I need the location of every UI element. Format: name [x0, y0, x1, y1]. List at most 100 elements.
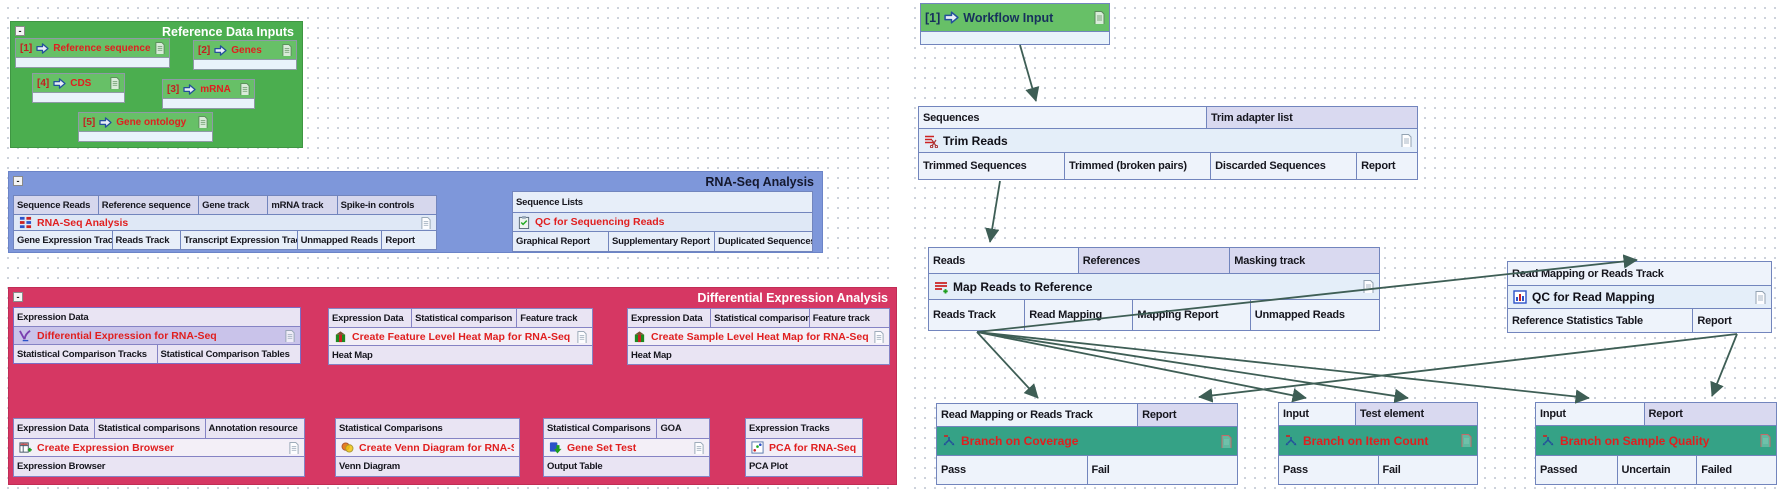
node-workflow-input[interactable]: [1] Workflow Input — [920, 3, 1110, 45]
output-port[interactable]: Trimmed (broken pairs) — [1064, 153, 1211, 179]
input-port[interactable]: Statistical comparison — [411, 309, 517, 327]
input-port[interactable]: References — [1077, 248, 1230, 273]
node-trim-reads[interactable]: Sequences Trim adapter list Trim Reads T… — [918, 106, 1418, 180]
output-port[interactable]: Unmapped Reads — [296, 231, 382, 249]
input-port[interactable]: Report — [1643, 403, 1776, 425]
output-port[interactable]: PCA Plot — [746, 457, 862, 476]
output-port[interactable]: Heat Map — [628, 346, 889, 364]
output-port[interactable]: Pass — [937, 456, 1087, 484]
input-port[interactable]: Sequence Lists — [513, 192, 812, 212]
node-pca-for-rnaseq[interactable]: Expression Tracks PCA for RNA-Seq PCA Pl… — [745, 418, 863, 477]
input-port[interactable]: Sequence Reads — [14, 196, 98, 214]
input-port[interactable]: Annotation resource — [204, 419, 304, 438]
input-port[interactable]: Expression Data — [14, 308, 300, 326]
output-port[interactable]: Transcript Expression Track — [179, 231, 297, 249]
input-port[interactable]: Expression Data — [14, 419, 94, 438]
input-port[interactable]: Spike-in controls — [336, 196, 436, 214]
output-port[interactable]: Expression Browser — [14, 457, 304, 476]
input-port[interactable]: Read Mapping or Reads Track — [937, 404, 1138, 426]
document-icon[interactable] — [110, 77, 120, 89]
document-icon[interactable] — [282, 44, 292, 56]
document-icon[interactable] — [198, 116, 208, 128]
input-port[interactable]: Statistical Comparisons — [544, 419, 657, 438]
document-icon[interactable] — [421, 216, 431, 229]
input-port[interactable]: Gene track — [198, 196, 268, 214]
output-port[interactable]: Statistical Comparison Tables — [156, 345, 300, 363]
output-bar[interactable] — [194, 59, 296, 69]
document-icon[interactable] — [874, 330, 884, 343]
input-port[interactable]: GOA — [656, 419, 709, 438]
input-port[interactable]: Trim adapter list — [1205, 107, 1417, 128]
collapse-button[interactable]: - — [13, 176, 23, 186]
output-port[interactable]: Duplicated Sequences — [714, 232, 812, 251]
input-port[interactable]: mRNA track — [267, 196, 337, 214]
input-port[interactable]: Masking track — [1229, 248, 1379, 273]
output-bar[interactable] — [16, 57, 169, 67]
input-port[interactable]: Reference sequence — [97, 196, 199, 214]
output-port[interactable]: Unmapped Reads — [1249, 300, 1379, 330]
input-port[interactable]: Statistical Comparisons — [336, 419, 519, 438]
input-port[interactable]: Feature track — [516, 309, 592, 327]
node-branch-on-item-count[interactable]: Input Test element Branch on Item Count … — [1278, 402, 1478, 485]
output-port[interactable]: Fail — [1086, 456, 1237, 484]
output-bar[interactable] — [163, 98, 254, 108]
collapse-button[interactable]: - — [15, 26, 25, 36]
output-port[interactable]: Graphical Report — [513, 232, 608, 251]
output-bar[interactable] — [921, 31, 1109, 44]
output-port[interactable]: Failed — [1696, 456, 1777, 484]
input-port[interactable]: Expression Data — [329, 309, 412, 327]
document-icon[interactable] — [577, 330, 587, 343]
output-port[interactable]: Report — [381, 231, 436, 249]
input-port[interactable]: Report — [1137, 404, 1237, 426]
input-port[interactable]: Statistical comparisons — [93, 419, 205, 438]
input-port[interactable]: Input — [1279, 403, 1355, 425]
node-cds-input[interactable]: [4] CDS — [32, 73, 125, 103]
output-port[interactable]: Report — [1356, 153, 1417, 179]
input-port[interactable]: Feature track — [808, 309, 890, 327]
output-port[interactable]: Venn Diagram — [336, 457, 519, 476]
input-port[interactable]: Expression Data — [628, 309, 711, 327]
document-icon[interactable] — [694, 441, 704, 454]
output-port[interactable]: Output Table — [544, 457, 709, 476]
document-icon[interactable] — [1221, 434, 1232, 448]
output-port[interactable]: Mapping Report — [1132, 300, 1250, 330]
node-reference-sequence-input[interactable]: [1] Reference sequence — [15, 38, 170, 68]
document-icon[interactable] — [1094, 11, 1105, 24]
node-sample-level-heatmap[interactable]: Expression Data Statistical comparison F… — [627, 308, 890, 365]
node-branch-on-sample-quality[interactable]: Input Report Branch on Sample Quality Pa… — [1535, 402, 1777, 485]
node-create-venn-diagram[interactable]: Statistical Comparisons Create Venn Diag… — [335, 418, 520, 477]
document-icon[interactable] — [1461, 434, 1472, 447]
node-branch-on-coverage[interactable]: Read Mapping or Reads Track Report Branc… — [936, 403, 1238, 485]
input-port[interactable]: Input — [1536, 403, 1644, 425]
node-qc-sequencing-reads[interactable]: Sequence Lists QC for Sequencing Reads G… — [512, 191, 813, 252]
node-gene-set-test[interactable]: Statistical Comparisons GOA Gene Set Tes… — [543, 418, 710, 477]
document-icon[interactable] — [240, 83, 250, 95]
document-icon[interactable] — [155, 42, 165, 54]
input-port[interactable]: Sequences — [919, 107, 1206, 128]
output-port[interactable]: Fail — [1377, 456, 1477, 484]
node-gene-ontology-input[interactable]: [5] Gene ontology — [78, 112, 213, 142]
output-port[interactable]: Uncertain — [1616, 456, 1697, 484]
output-port[interactable]: Supplementary Report — [607, 232, 715, 251]
node-differential-expression[interactable]: Expression Data Differential Expression … — [13, 307, 301, 364]
document-icon[interactable] — [1760, 434, 1771, 447]
node-rnaseq-analysis[interactable]: Sequence Reads Reference sequence Gene t… — [13, 195, 437, 250]
output-port[interactable]: Discarded Sequences — [1210, 153, 1357, 179]
node-map-reads-to-reference[interactable]: Reads References Masking track Map Reads… — [928, 247, 1380, 331]
node-genes-input[interactable]: [2] Genes — [193, 40, 297, 70]
input-port[interactable]: Statistical comparison — [710, 309, 809, 327]
input-port[interactable]: Test element — [1354, 403, 1477, 425]
node-qc-for-read-mapping[interactable]: Read Mapping or Reads Track QC for Read … — [1507, 261, 1772, 333]
input-port[interactable]: Read Mapping or Reads Track — [1508, 262, 1771, 285]
output-port[interactable]: Heat Map — [329, 346, 592, 364]
output-port[interactable]: Statistical Comparison Tracks — [14, 345, 157, 363]
output-bar[interactable] — [79, 131, 212, 141]
output-port[interactable]: Trimmed Sequences — [919, 153, 1065, 179]
input-port[interactable]: Expression Tracks — [746, 419, 862, 438]
output-port[interactable]: Reads Track — [111, 231, 180, 249]
input-port[interactable]: Reads — [929, 248, 1078, 273]
output-port[interactable]: Report — [1692, 309, 1771, 332]
document-icon[interactable] — [285, 329, 295, 342]
output-port[interactable]: Passed — [1536, 456, 1617, 484]
output-port[interactable]: Read Mapping — [1024, 300, 1133, 330]
